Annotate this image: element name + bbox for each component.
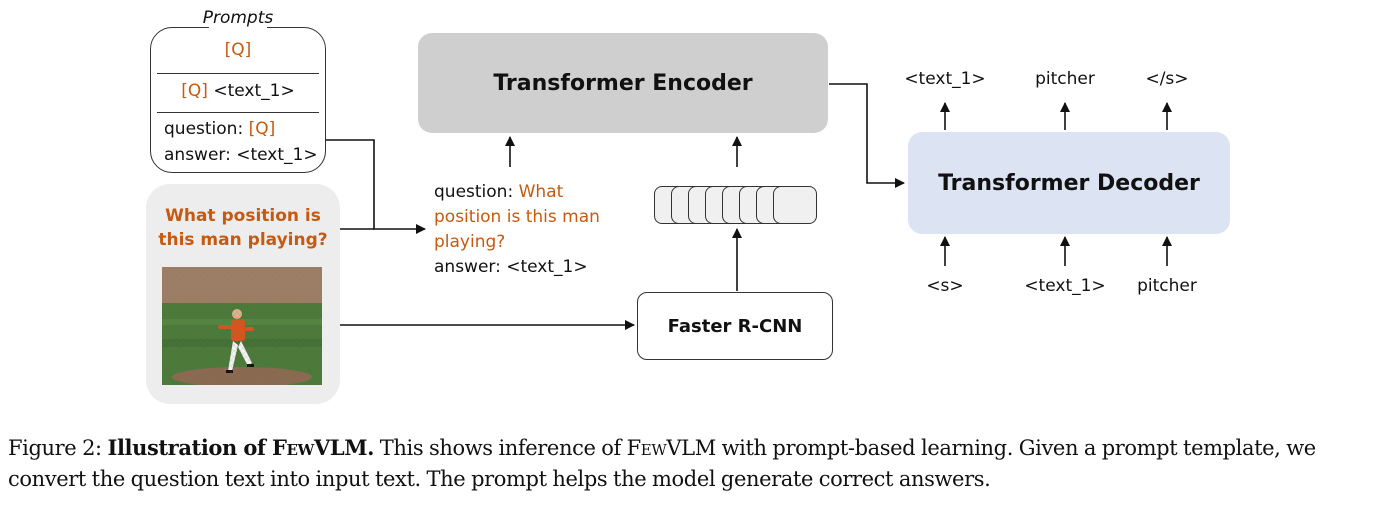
output-token: <text_1> — [904, 69, 986, 89]
caption-label: Figure 2: — [8, 436, 108, 460]
question-line: What position is — [165, 206, 321, 226]
prompt-template-3-line1: question: [Q] — [164, 119, 338, 139]
question-line: this man playing? — [158, 230, 328, 250]
caption-title-lead: Illustration of — [107, 435, 272, 460]
prompt-template-3-line2: answer: <text_1> — [164, 145, 318, 165]
answer-placeholder: <text_1> — [207, 81, 295, 101]
visual-features — [654, 184, 818, 226]
transformer-encoder: Transformer Encoder — [418, 33, 828, 133]
input-question-prefix: question: — [434, 182, 519, 202]
prompt-divider — [157, 73, 319, 74]
input-question-text: What position is this man playing? — [434, 182, 600, 252]
prompt-template-1: [Q] — [151, 40, 325, 60]
prompts-box: [Q] [Q] <text_1> question: [Q] answer: <… — [150, 25, 326, 173]
input-token: <text_1> — [1024, 276, 1106, 296]
caption-text: This shows inference of — [374, 436, 627, 460]
question-placeholder: [Q] — [248, 119, 276, 139]
baseball-photo — [162, 267, 322, 385]
caption-title: Illustration of FewVLM. — [107, 435, 375, 460]
prompts-title: Prompts — [202, 8, 274, 28]
figure-caption: Figure 2: Illustration of FewVLM. This s… — [8, 432, 1378, 495]
output-token: </s> — [1145, 69, 1189, 89]
encoder-to-decoder-arrow — [829, 83, 905, 188]
question-placeholder: [Q] — [224, 40, 252, 60]
question-text: What position is this man playing? — [146, 204, 340, 252]
feature-token — [773, 186, 817, 224]
model-name: FewVLM — [626, 436, 717, 460]
caption-text: with prompt-based learning. Given a prom… — [8, 436, 1316, 491]
prompt-divider — [157, 112, 319, 113]
input-answer-text: answer: <text_1> — [434, 257, 588, 277]
transformer-decoder: Transformer Decoder — [908, 132, 1230, 234]
question-placeholder: [Q] — [181, 81, 208, 101]
model-name: FewVLM. — [271, 435, 374, 460]
faster-rcnn: Faster R-CNN — [637, 292, 833, 360]
prompt-to-input-arrow — [326, 139, 426, 234]
output-token: pitcher — [1035, 69, 1095, 89]
question-prefix: question: — [164, 119, 249, 139]
input-token: <s> — [926, 276, 964, 296]
input-text: question: What position is this man play… — [434, 180, 624, 280]
prompt-template-2: [Q] <text_1> — [151, 81, 325, 101]
pitcher-image — [162, 267, 322, 385]
input-token: pitcher — [1137, 276, 1197, 296]
